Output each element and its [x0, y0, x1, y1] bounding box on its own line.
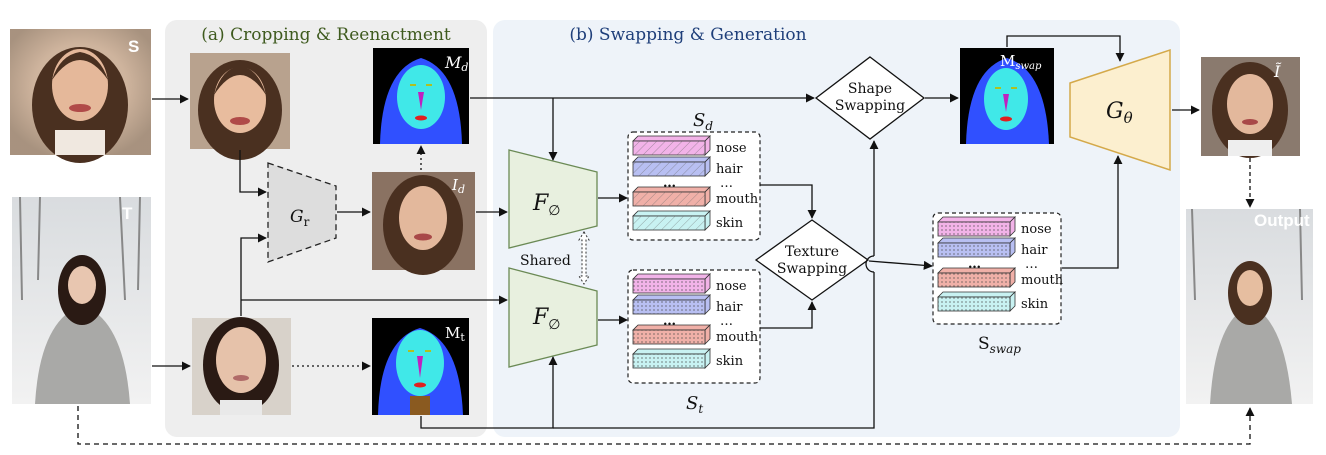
F-bottom-label: F∅ — [532, 305, 560, 333]
shape-swapping-line1: Shape — [848, 81, 892, 97]
sswap-ellipsis-left: … — [968, 257, 981, 272]
st-ellipsis-right: … — [720, 314, 733, 329]
sswap-hair-texture — [938, 243, 1010, 257]
target-tag: T — [122, 204, 133, 223]
cropped-target-face — [192, 317, 291, 415]
G-theta-label: Gθ — [1106, 99, 1133, 127]
texture-swapping-line2: Swapping — [777, 261, 847, 277]
sswap-skin-texture — [938, 297, 1010, 311]
reenacted-face: Id — [372, 172, 475, 275]
sd-mouth-label: mouth — [716, 192, 759, 207]
reenactment-network: Gr — [267, 162, 337, 263]
S-swap-label: Sswap — [978, 334, 1021, 356]
sswap-ellipsis-right: … — [1025, 257, 1038, 272]
sswap-nose-top — [937, 216, 1016, 223]
sd-ellipsis-right: … — [720, 176, 733, 191]
sswap-nose-texture — [938, 222, 1010, 236]
source-tag: S — [128, 37, 139, 56]
encoder-top: F∅ — [508, 149, 598, 249]
feature-group-S-t: nose hair mouth skin … … — [627, 269, 761, 384]
source-image: S — [10, 29, 151, 163]
shared-weights: Shared — [520, 231, 590, 285]
S-t-label: St — [686, 393, 703, 416]
feature-group-S-swap: nose hair mouth skin … … — [932, 212, 1064, 325]
sd-nose-top — [632, 135, 711, 142]
sswap-mouth-label: mouth — [1021, 273, 1064, 288]
shared-label: Shared — [520, 253, 571, 269]
generated-face: Ĩ — [1201, 57, 1300, 158]
sd-nose-texture — [633, 141, 705, 155]
sd-ellipsis-left: … — [663, 176, 676, 191]
connections — [77, 35, 1255, 445]
st-ellipsis-left: … — [663, 314, 676, 329]
M-swap-label: Mswap — [1000, 52, 1042, 72]
mask-M-t: Mt — [372, 318, 469, 415]
M-t-label: Mt — [445, 324, 465, 344]
feature-group-S-d: nose hair mouth skin … … — [627, 131, 761, 241]
texture-swapping: Texture Swapping — [754, 219, 870, 301]
generator-network: Gθ — [1069, 48, 1171, 172]
shape-swapping-line2: Swapping — [835, 98, 905, 114]
mask-M-d: Md — [373, 48, 469, 144]
sd-skin-top — [632, 210, 711, 217]
st-mouth-label: mouth — [716, 330, 759, 345]
sswap-hair-label: hair — [1021, 243, 1048, 258]
sswap-hair-top — [937, 237, 1016, 244]
S-d-label: Sd — [693, 110, 713, 133]
panel-a-title: (a) Cropping & Reenactment — [201, 25, 451, 45]
sd-skin-texture — [633, 216, 705, 230]
st-hair-label: hair — [716, 300, 743, 315]
sd-hair-top — [632, 156, 711, 163]
G-r-label: Gr — [290, 207, 310, 229]
st-skin-label: skin — [716, 354, 744, 369]
st-nose-texture — [633, 279, 705, 293]
sswap-skin-label: skin — [1021, 297, 1049, 312]
sd-hair-texture — [633, 162, 705, 176]
sswap-skin-top — [937, 291, 1016, 298]
M-d-label: Md — [444, 53, 468, 74]
sd-skin-label: skin — [716, 216, 744, 231]
texture-swapping-line1: Texture — [785, 244, 839, 260]
I-hat-label: Ĩ — [1273, 61, 1282, 81]
output-image: Output — [1186, 208, 1313, 404]
shape-swapping: Shape Swapping — [814, 56, 926, 140]
st-hair-top — [632, 294, 711, 301]
sswap-nose-label: nose — [1021, 222, 1052, 237]
st-hair-texture — [633, 300, 705, 314]
sd-nose-label: nose — [716, 141, 747, 156]
panel-b-title: (b) Swapping & Generation — [569, 25, 806, 45]
sswap-mouth-texture — [938, 273, 1010, 287]
st-nose-top — [632, 273, 711, 280]
cropped-source-face — [190, 53, 290, 160]
st-skin-texture — [633, 354, 705, 368]
F-top-label: F∅ — [532, 191, 560, 219]
st-nose-label: nose — [716, 279, 747, 294]
sd-mouth-texture — [633, 192, 705, 206]
target-image: T — [12, 196, 151, 404]
st-mouth-texture — [633, 330, 705, 344]
st-skin-top — [632, 348, 711, 355]
sd-hair-label: hair — [716, 162, 743, 177]
output-tag: Output — [1254, 211, 1310, 230]
I-d-label: Id — [451, 176, 465, 196]
encoder-bottom: F∅ — [508, 267, 598, 368]
mask-M-swap: Mswap — [960, 48, 1054, 144]
